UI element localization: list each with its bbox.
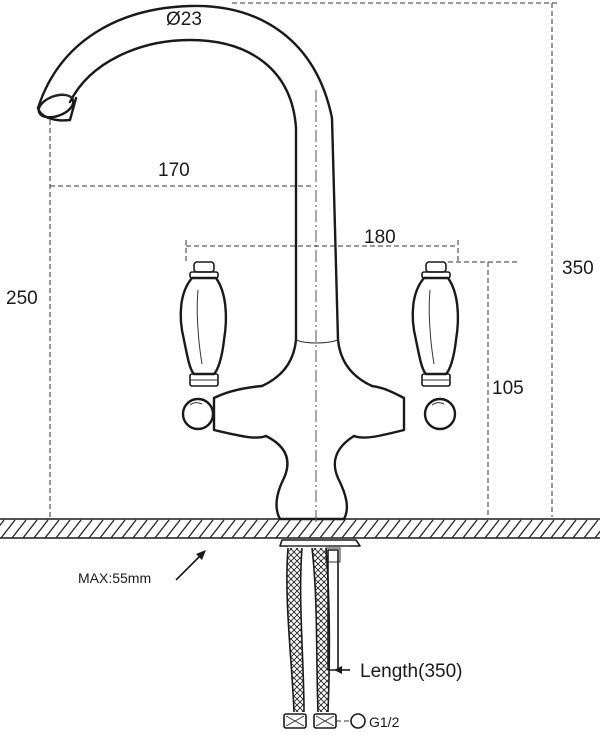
hatch-line xyxy=(451,519,467,539)
hatch-line xyxy=(341,519,357,539)
dimension-lines xyxy=(49,2,560,517)
hatch-line xyxy=(297,519,313,539)
hatch-line xyxy=(88,519,104,539)
hatch-line xyxy=(539,519,555,539)
hatch-line xyxy=(198,519,214,539)
hatch-line xyxy=(418,519,434,539)
supply-hoses xyxy=(283,547,366,729)
countertop-hatching xyxy=(0,519,600,539)
hatch-line xyxy=(77,519,93,539)
hatch-line xyxy=(0,519,5,527)
hatch-line xyxy=(506,519,522,539)
faucet-spout xyxy=(36,4,374,388)
countertop xyxy=(0,518,600,539)
hatch-line xyxy=(583,519,599,539)
label-handle-spacing: 180 xyxy=(364,227,396,248)
hatch-line xyxy=(275,519,291,539)
hatch-line xyxy=(308,519,324,539)
hatch-line xyxy=(220,519,236,539)
hatch-line xyxy=(429,519,445,539)
label-spout-reach: 170 xyxy=(158,160,190,181)
hatch-line xyxy=(462,519,478,539)
hatch-line xyxy=(319,519,335,539)
hatch-line xyxy=(22,519,38,539)
label-spout-diameter: Ø23 xyxy=(166,9,202,30)
hatch-line xyxy=(440,519,456,539)
hatch-line xyxy=(154,519,170,539)
label-spout-height: 250 xyxy=(6,288,38,309)
hatch-line xyxy=(121,519,137,539)
hatch-line xyxy=(132,519,148,539)
hatch-line xyxy=(561,519,577,539)
hatch-line xyxy=(352,519,368,539)
left-handle xyxy=(179,261,228,431)
hatch-line xyxy=(396,519,412,539)
hatch-line xyxy=(495,519,511,539)
hatch-line xyxy=(253,519,269,539)
max-arrow xyxy=(175,550,206,581)
hatch-line xyxy=(242,519,258,539)
hatch-line xyxy=(66,519,82,539)
hatch-line xyxy=(517,519,533,539)
label-connection: G1/2 xyxy=(369,714,400,730)
hatch-line xyxy=(99,519,115,539)
hatch-line xyxy=(594,530,600,539)
hatch-line xyxy=(374,519,390,539)
hatch-line xyxy=(55,519,71,539)
hatch-line xyxy=(0,519,16,539)
hatch-line xyxy=(44,519,60,539)
hatch-line xyxy=(385,519,401,539)
hatch-line xyxy=(110,519,126,539)
label-hose-length: Length(350) xyxy=(360,661,462,682)
hatch-line xyxy=(550,519,566,539)
hatch-line xyxy=(407,519,423,539)
right-handle xyxy=(411,261,460,431)
hatch-line xyxy=(264,519,280,539)
hatch-line xyxy=(187,519,203,539)
hatch-line xyxy=(363,519,379,539)
hatch-line xyxy=(484,519,500,539)
mounting-hardware xyxy=(279,539,361,671)
hatch-line xyxy=(330,519,346,539)
hatch-line xyxy=(143,519,159,539)
hatch-line xyxy=(473,519,489,539)
hatch-line xyxy=(528,519,544,539)
label-total-height: 350 xyxy=(562,258,594,279)
hatch-line xyxy=(209,519,225,539)
label-handle-height: 105 xyxy=(492,378,524,399)
hatch-line xyxy=(572,519,588,539)
hatch-line xyxy=(176,519,192,539)
hatch-line xyxy=(33,519,49,539)
faucet-body xyxy=(212,339,406,521)
label-max-thickness: MAX:55mm xyxy=(78,570,151,586)
hatch-line xyxy=(286,519,302,539)
hatch-line xyxy=(11,519,27,539)
length-arrow xyxy=(334,666,350,674)
hatch-line xyxy=(165,519,181,539)
hatch-line xyxy=(231,519,247,539)
